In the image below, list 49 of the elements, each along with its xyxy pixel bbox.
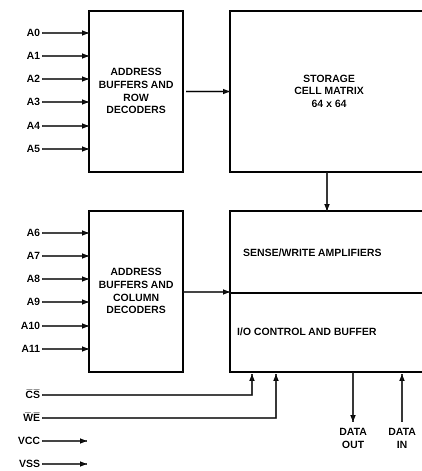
arrow — [42, 346, 89, 352]
signal-label: W̅E̅ — [23, 412, 40, 424]
arrow — [42, 461, 87, 467]
block-box — [229, 210, 422, 294]
arrow — [42, 123, 89, 129]
signal-label: A6 — [26, 226, 40, 240]
block-box — [229, 292, 422, 373]
block-label: STORAGE CELL MATRIX 64 x 64 — [294, 72, 364, 110]
signal-label: A1 — [26, 50, 40, 62]
signal-label: A3 — [26, 96, 40, 108]
arrow — [42, 323, 89, 329]
block-label: ADDRESS BUFFERS AND COLUMN DECODERS — [98, 266, 174, 317]
arrow — [42, 299, 89, 305]
block-label: ADDRESS BUFFERS AND ROW DECODERS — [98, 66, 174, 117]
arrow — [42, 374, 255, 396]
block-box — [229, 10, 422, 173]
signal-label: VCC — [18, 434, 40, 448]
signal-label: A0 — [26, 26, 40, 40]
signal-label: C̅S̅ — [25, 388, 40, 402]
signal-label: A2 — [26, 72, 40, 86]
arrow — [186, 88, 230, 94]
block-label: I/O CONTROL AND BUFFER — [237, 326, 376, 339]
signal-label: A10 — [20, 320, 40, 332]
arrow — [399, 374, 405, 422]
signal-label: A8 — [26, 272, 40, 286]
arrow — [42, 230, 89, 236]
block-box — [88, 10, 184, 173]
arrow — [42, 99, 89, 105]
signal-label: DATA IN — [387, 426, 417, 452]
arrow — [350, 372, 356, 422]
signal-label: A5 — [26, 142, 40, 156]
block-label: SENSE/WRITE AMPLIFIERS — [243, 246, 382, 260]
arrow — [42, 253, 89, 259]
arrow — [42, 438, 87, 444]
block-box — [88, 210, 184, 373]
signal-label: VSS — [18, 458, 40, 470]
arrow — [183, 289, 230, 295]
signal-label: A9 — [26, 296, 40, 308]
arrow — [42, 276, 89, 282]
signal-label: A11 — [21, 342, 40, 356]
signal-label: A4 — [26, 120, 40, 132]
arrow — [42, 53, 89, 59]
arrow — [42, 76, 89, 82]
signal-label: A7 — [26, 250, 40, 262]
arrow — [324, 172, 330, 211]
arrow — [42, 30, 89, 36]
arrow — [42, 374, 279, 419]
arrow — [42, 146, 89, 152]
signal-label: DATA OUT — [338, 426, 368, 452]
